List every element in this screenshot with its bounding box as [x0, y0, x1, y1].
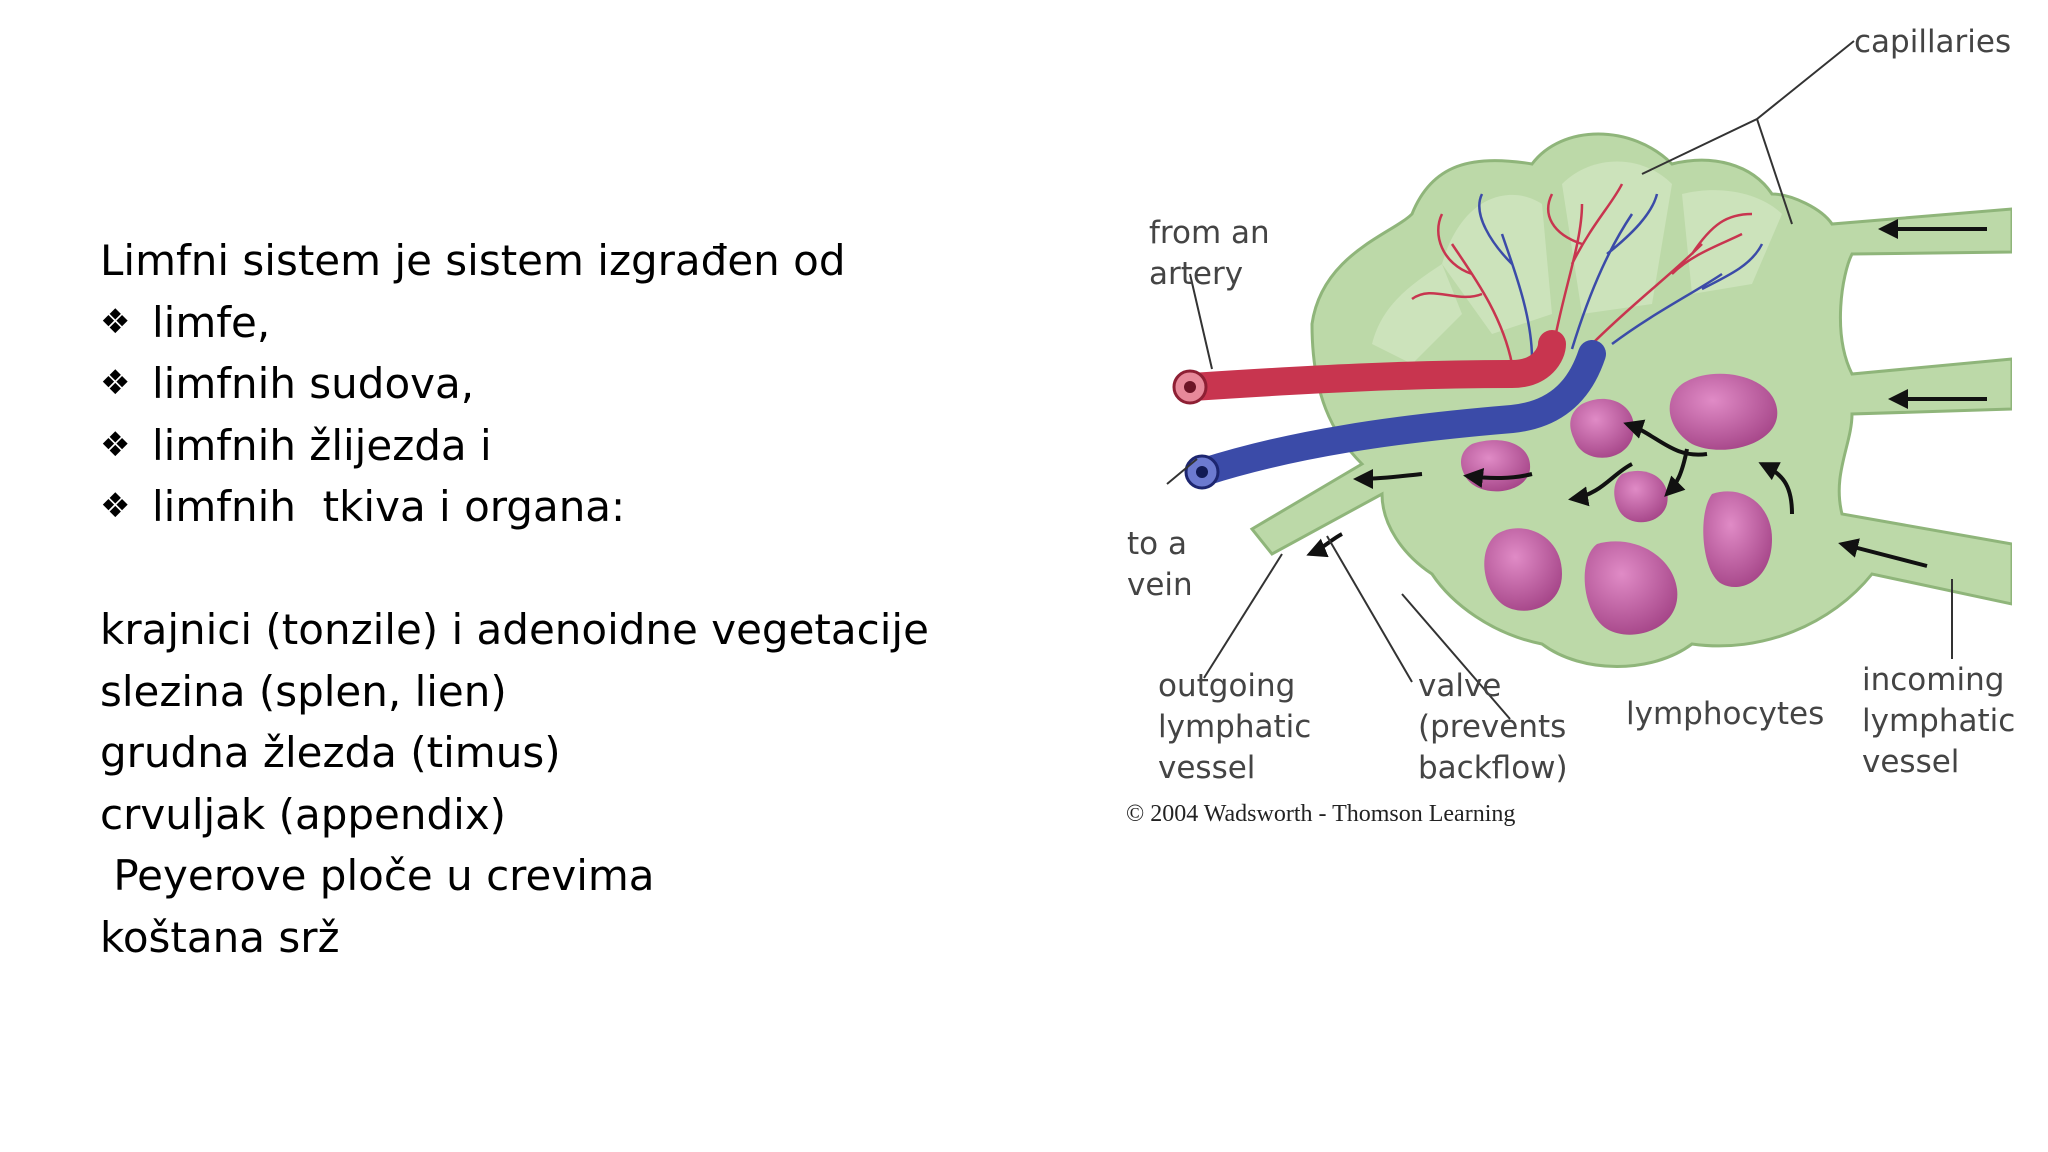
label-to-vein: to a vein — [1127, 526, 1193, 603]
bullet-item: ❖ limfnih tkiva i organa: — [100, 476, 929, 538]
diamond-bullet-icon: ❖ — [100, 301, 131, 342]
intro-text: Limfni sistem je sistem izgrađen od — [100, 236, 846, 285]
organ-item: krajnici (tonzile) i adenoidne vegetacij… — [100, 605, 929, 654]
bullet-item: ❖ limfnih sudova, — [100, 353, 929, 415]
organ-item: koštana srž — [100, 912, 340, 962]
label-incoming-vessel: incoming lymphatic vessel — [1862, 662, 2016, 780]
diamond-bullet-icon: ❖ — [100, 363, 131, 403]
label-capillaries: capillaries — [1854, 24, 2012, 60]
leader-lines — [1166, 40, 1953, 720]
bullet-text: limfnih žlijezda i — [152, 420, 492, 470]
organ-item: grudna žlezda (timus) — [100, 728, 561, 777]
bullet-text: limfe, — [152, 297, 271, 347]
label-lymphocytes: lymphocytes — [1626, 696, 1825, 732]
label-from-artery: from an artery — [1149, 215, 1270, 292]
flow-arrows — [1306, 219, 1987, 568]
spacer — [100, 538, 929, 600]
bullet-item: ❖ limfnih žlijezda i — [100, 415, 929, 477]
artery-vessel — [1172, 330, 1566, 405]
label-outgoing-vessel: outgoing lymphatic vessel — [1158, 668, 1312, 786]
text-block: Limfni sistem je sistem izgrađen od ❖ li… — [100, 230, 929, 968]
bullet-text: limfnih tkiva i organa: — [152, 482, 626, 531]
vein-vessel — [1184, 340, 1606, 490]
diamond-bullet-icon: ❖ — [100, 424, 131, 465]
organ-item: crvuljak (appendix) — [100, 789, 507, 839]
bullet-item: ❖ limfe, — [100, 292, 929, 354]
bullet-text: limfnih sudova, — [152, 359, 475, 408]
capillary-network — [1411, 183, 1764, 365]
lymph-node-illustration — [1166, 40, 2012, 720]
label-valve: valve (prevents backflow) — [1418, 668, 1568, 786]
organ-item: slezina (splen, lien) — [100, 666, 507, 716]
organ-item: Peyerove ploče u crevima — [100, 851, 655, 900]
copyright-notice: © 2004 Wadsworth - Thomson Learning — [1126, 801, 1516, 827]
diamond-bullet-icon: ❖ — [100, 486, 131, 526]
lymph-node-diagram: capillaries from an artery to a vein out… — [1112, 14, 2016, 844]
